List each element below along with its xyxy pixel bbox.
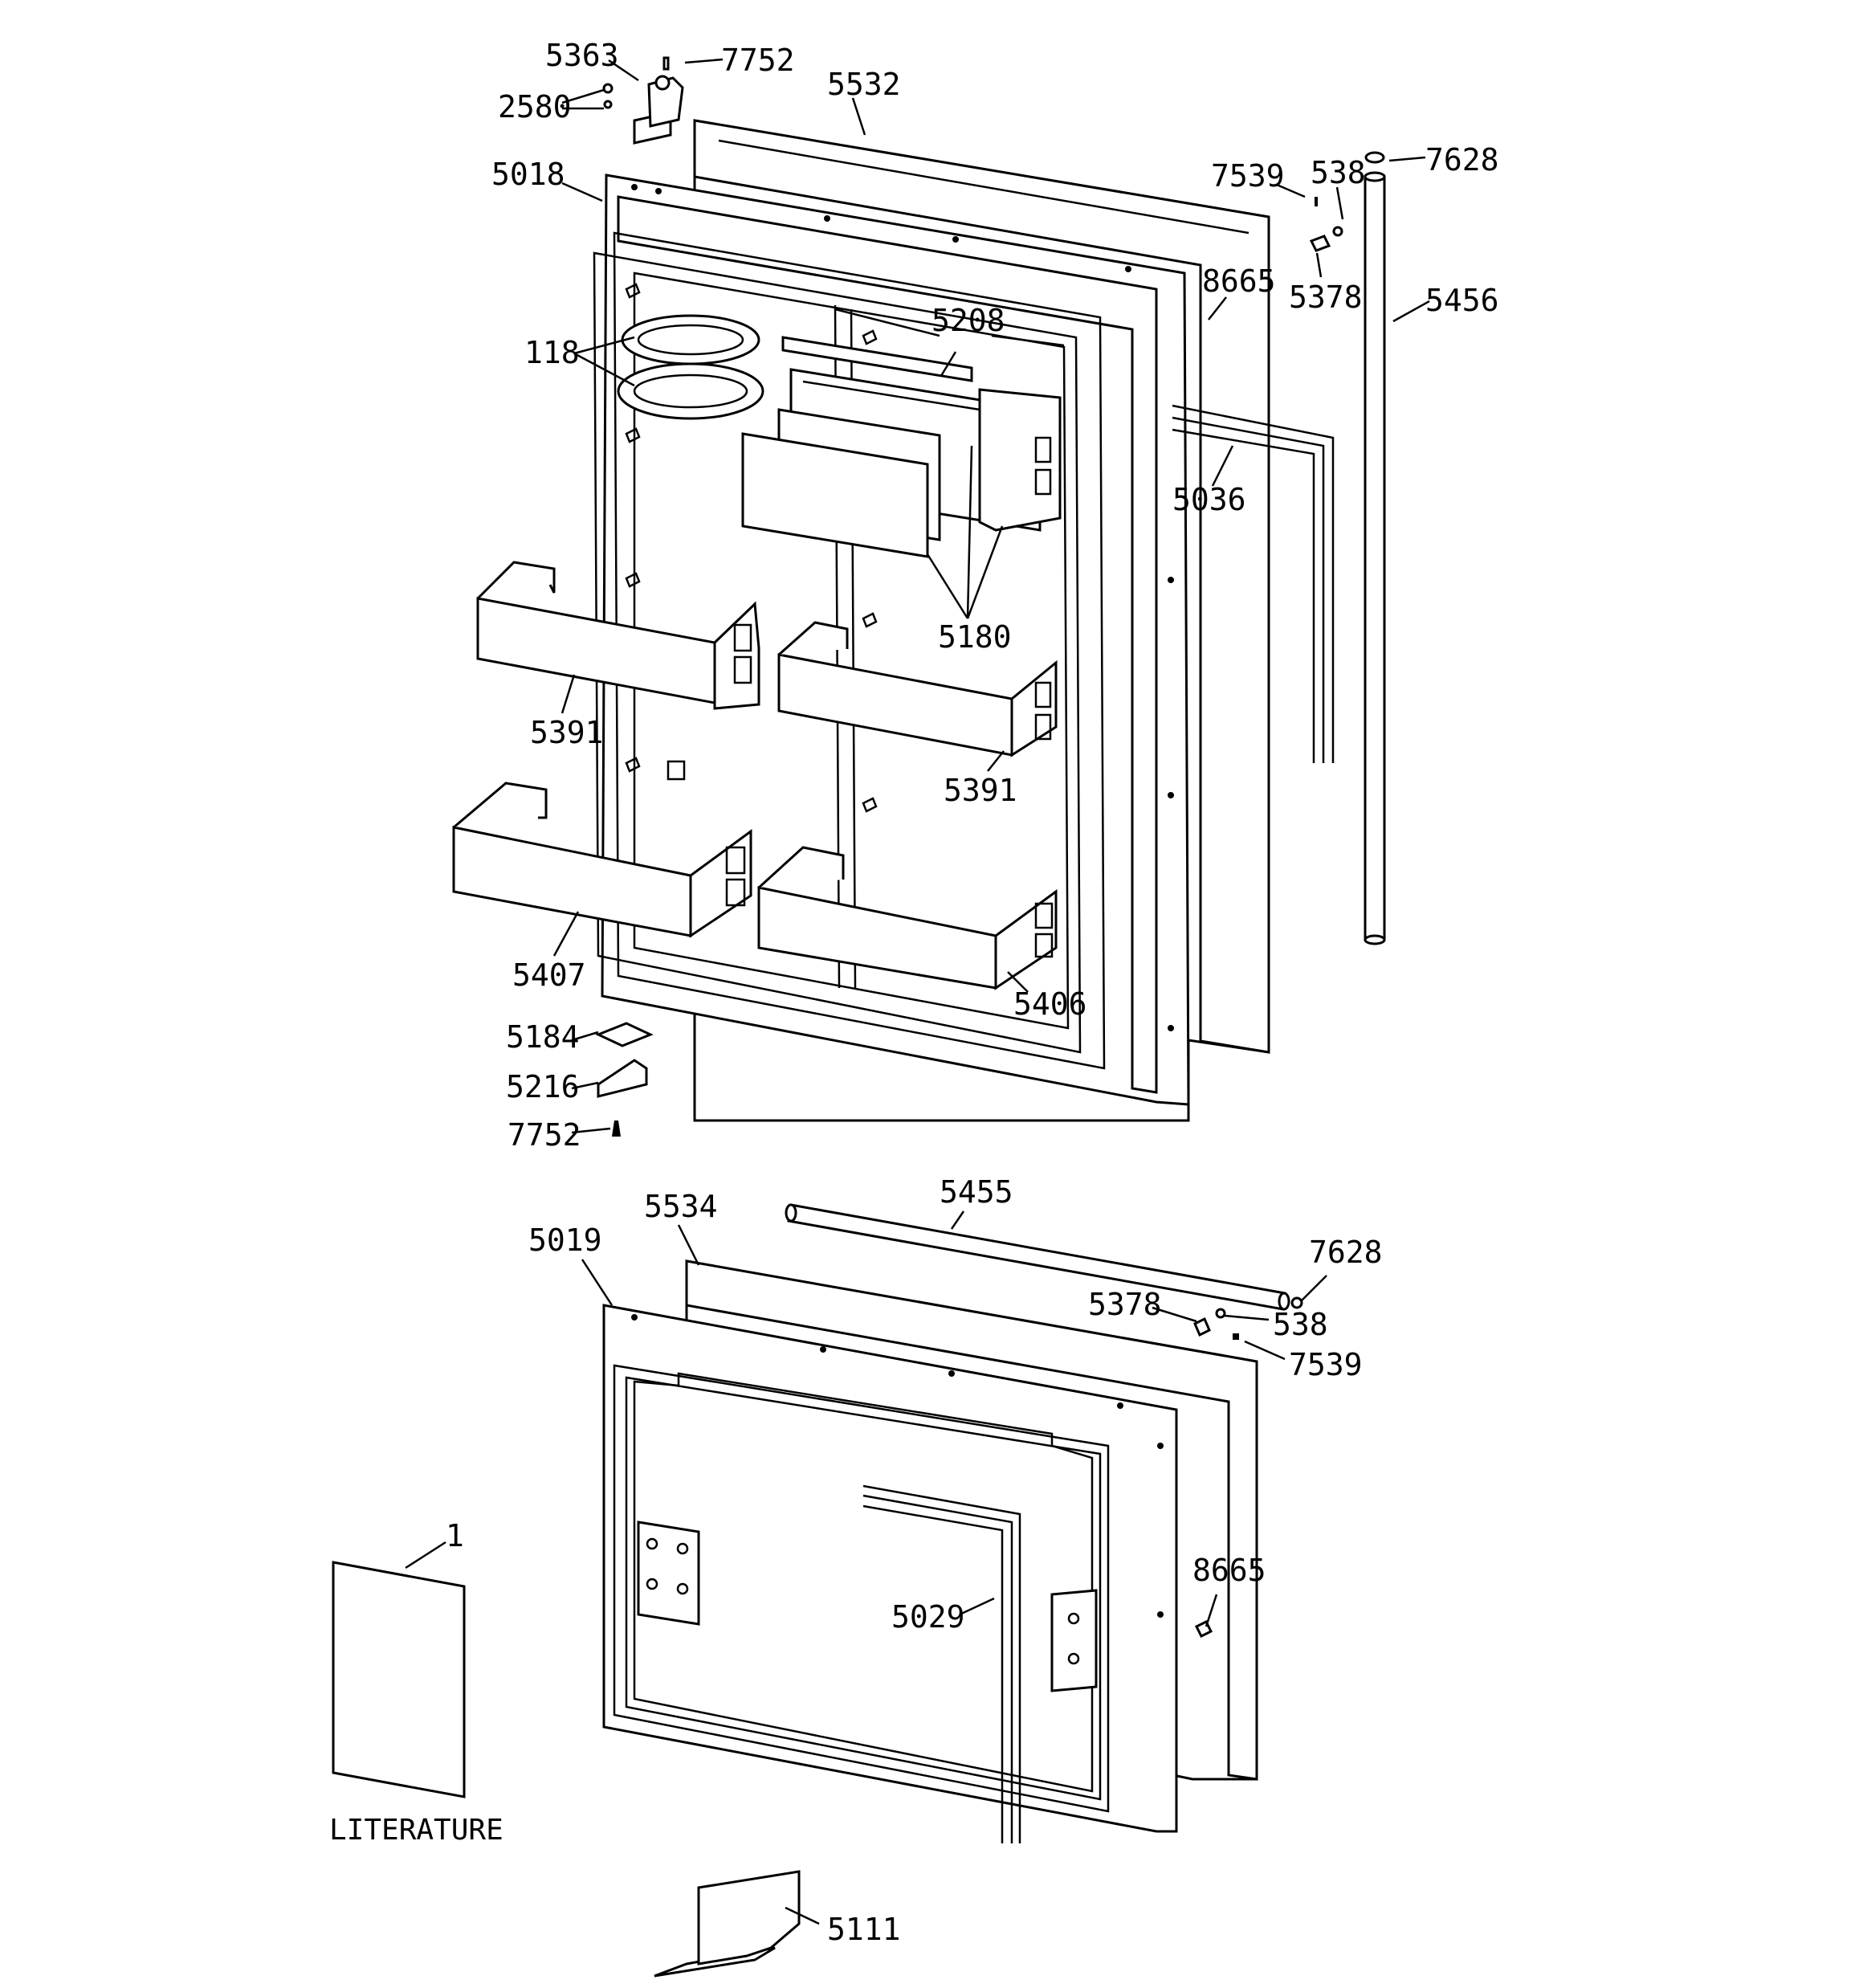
callout-2580: 2580 [498,89,572,125]
callout-5532: 5532 [827,67,901,102]
callout-5216: 5216 [506,1069,580,1104]
callout-538-bottom: 538 [1273,1307,1328,1342]
callout-7752-bottom: 7752 [508,1117,581,1153]
callout-5455: 5455 [940,1174,1013,1210]
bottom-bracket-5111 [654,1870,801,1978]
callout-5184: 5184 [506,1019,580,1055]
callout-118: 118 [524,335,580,370]
callout-8665-top: 8665 [1202,263,1276,299]
callout-1: 1 [446,1518,464,1553]
callout-7628-bottom: 7628 [1309,1235,1383,1270]
door-gasket-5029 [862,1484,1021,1843]
door-bin-5391-right [777,621,1058,757]
callout-5378-top: 5378 [1289,280,1363,315]
leader-lines [405,58,1430,1925]
callout-5180: 5180 [938,619,1012,655]
literature-booklet [332,1561,466,1798]
callout-538-top: 538 [1311,155,1366,190]
dairy-cover-118 [617,314,764,420]
callout-5019: 5019 [528,1223,602,1258]
callout-5406: 5406 [1013,986,1087,1022]
handle-tube-5456 [1309,151,1386,945]
dairy-compartment-5180 [741,336,1062,558]
callout-5407: 5407 [512,957,586,993]
fresh-food-door-assembly [452,56,1386,1137]
callout-5029: 5029 [891,1599,965,1635]
door-gasket-5036 [1172,404,1335,763]
callout-labels: 5363 7752 2580 5532 5018 7539 538 7628 8… [329,38,1499,1947]
callout-5036: 5036 [1172,482,1246,517]
callout-5208: 5208 [932,303,1005,338]
top-hinge-5363 [602,56,684,145]
callout-7539-top: 7539 [1211,158,1285,194]
callout-5378-bottom: 5378 [1088,1287,1162,1322]
callout-5363: 5363 [545,38,619,73]
callout-5456: 5456 [1425,283,1499,318]
bottom-hinge-parts [595,1022,654,1137]
callout-5018: 5018 [491,157,565,192]
door-liner-5019 [602,1304,1178,1833]
door-bin-5406 [757,846,1058,990]
callout-5111: 5111 [827,1912,901,1947]
door-bin-5407 [452,782,752,938]
callout-7752-top: 7752 [721,43,795,78]
door-bin-5391-left [476,561,760,710]
callout-7539-bottom: 7539 [1289,1347,1363,1382]
handle-tube-5455 [785,1203,1303,1340]
callout-5534: 5534 [644,1189,718,1224]
callout-5391-left: 5391 [530,715,604,750]
freezer-door-assembly [602,1203,1303,1978]
callout-7628-top: 7628 [1425,142,1499,178]
literature-label: LITERATURE [329,1814,503,1847]
callout-5391-right: 5391 [944,773,1017,808]
callout-8665-bottom: 8665 [1192,1553,1266,1588]
